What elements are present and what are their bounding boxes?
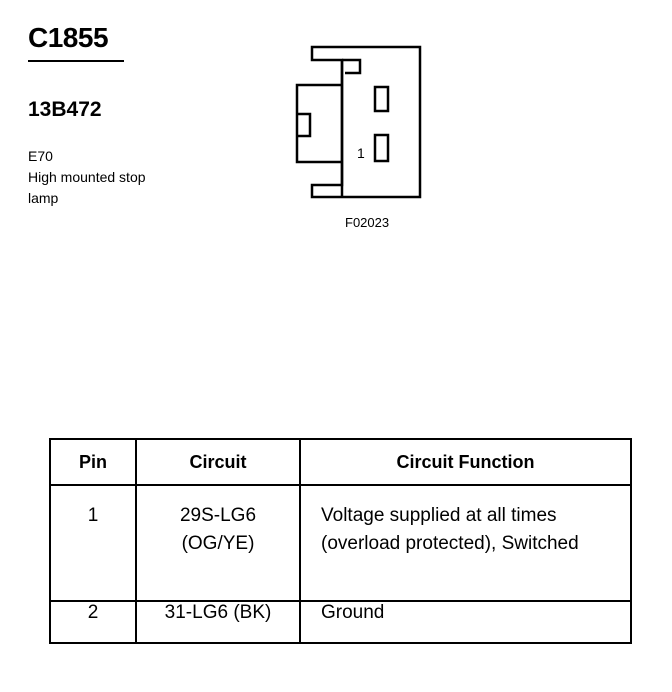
pin-cavity-1 — [373, 133, 390, 163]
location-code: E70 — [28, 148, 53, 164]
header-circuit: Circuit — [135, 438, 301, 486]
figure-id: F02023 — [345, 215, 390, 230]
table-header-row: Pin Circuit Circuit Function — [49, 438, 632, 486]
cell-function: Voltage supplied at all times (overload … — [299, 484, 632, 602]
connector-face-diagram: 1 — [295, 45, 422, 199]
circuit-line-2: (OG/YE) — [181, 533, 255, 554]
pin-cavity-2 — [373, 85, 390, 113]
function-line-1: Voltage supplied at all times — [321, 505, 557, 526]
cell-circuit: 31-LG6 (BK) — [135, 600, 301, 644]
pin-table: Pin Circuit Circuit Function 1 29S-LG6 (… — [49, 438, 632, 644]
connector-latch — [342, 58, 362, 75]
description-line-2: lamp — [28, 190, 59, 206]
cell-function: Ground — [299, 600, 632, 644]
connector-side-housing — [295, 83, 342, 164]
header-circuit-function: Circuit Function — [299, 438, 632, 486]
cell-pin: 1 — [49, 484, 137, 602]
header-pin: Pin — [49, 438, 137, 486]
description-line-1: High mounted stop — [28, 169, 146, 185]
cell-circuit: 29S-LG6 (OG/YE) — [135, 484, 301, 602]
circuit-line-1: 29S-LG6 — [179, 505, 257, 526]
part-number: 13B472 — [28, 98, 102, 121]
title-underline — [28, 60, 124, 62]
pin-label-1: 1 — [357, 145, 365, 161]
connector-side-tab — [297, 112, 312, 138]
table-row: 1 29S-LG6 (OG/YE) Voltage supplied at al… — [49, 484, 632, 602]
table-row: 2 31-LG6 (BK) Ground — [49, 600, 632, 644]
connector-body — [310, 45, 422, 199]
connector-title: C1855 — [28, 22, 109, 53]
function-line-2: (overload protected), Switched — [321, 533, 579, 554]
cell-pin: 2 — [49, 600, 137, 644]
